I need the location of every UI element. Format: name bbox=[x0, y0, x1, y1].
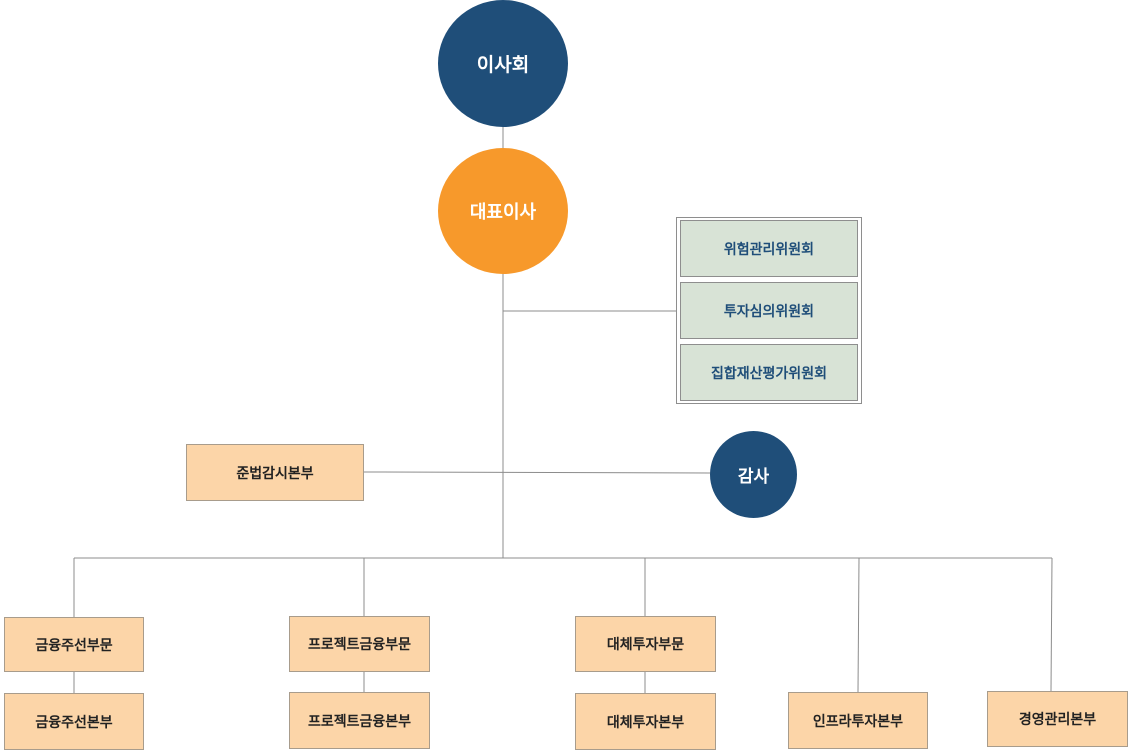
committee-group: 위험관리위원회 투자심의위원회 집합재산평가위원회 bbox=[676, 217, 862, 404]
compliance-audit-line bbox=[363, 471, 712, 474]
unit-label: 프로젝트금융본부 bbox=[307, 713, 412, 730]
board-label: 이사회 bbox=[476, 54, 530, 76]
unit-financing-arrangement: 금융주선본부 bbox=[4, 693, 144, 750]
unit-label: 금융주선본부 bbox=[35, 714, 113, 731]
sector-project-finance: 프로젝트금융부문 bbox=[289, 616, 430, 672]
committee-investment-review: 투자심의위원회 bbox=[680, 282, 858, 339]
ceo-node: 대표이사 bbox=[438, 148, 568, 274]
audit-node: 감사 bbox=[710, 431, 797, 518]
sector-alternative-investment: 대체투자부문 bbox=[575, 616, 716, 672]
unit-infrastructure-investment: 인프라투자본부 bbox=[788, 692, 928, 749]
unit-label: 대체투자본부 bbox=[606, 714, 685, 731]
compliance-node: 준법감시본부 bbox=[186, 444, 364, 501]
committee-risk-management: 위험관리위원회 bbox=[680, 220, 858, 277]
sector-label: 프로젝트금융부문 bbox=[307, 637, 412, 653]
compliance-label: 준법감시본부 bbox=[236, 465, 314, 482]
sector-label: 금융주선부문 bbox=[35, 637, 113, 654]
drop-line-5 bbox=[1050, 557, 1053, 692]
board-node: 이사회 bbox=[438, 0, 568, 127]
unit-management: 경영관리본부 bbox=[987, 691, 1128, 747]
sector-financing-arrangement: 금융주선부문 bbox=[4, 617, 144, 672]
unit-label: 인프라투자본부 bbox=[812, 713, 904, 730]
committee-label: 투자심의위원회 bbox=[723, 303, 815, 320]
sector-label: 대체투자부문 bbox=[606, 637, 685, 653]
committee-label: 집합재산평가위원회 bbox=[711, 365, 827, 382]
committee-label: 위험관리위원회 bbox=[723, 241, 815, 258]
audit-label: 감사 bbox=[737, 467, 770, 487]
unit-label: 경영관리본부 bbox=[1018, 712, 1097, 728]
unit-alternative-investment: 대체투자본부 bbox=[575, 693, 716, 750]
unit-project-finance: 프로젝트금융본부 bbox=[289, 692, 430, 749]
committee-collective-asset-valuation: 집합재산평가위원회 bbox=[680, 344, 858, 401]
drop-line-4 bbox=[857, 557, 860, 693]
ceo-label: 대표이사 bbox=[469, 202, 537, 223]
